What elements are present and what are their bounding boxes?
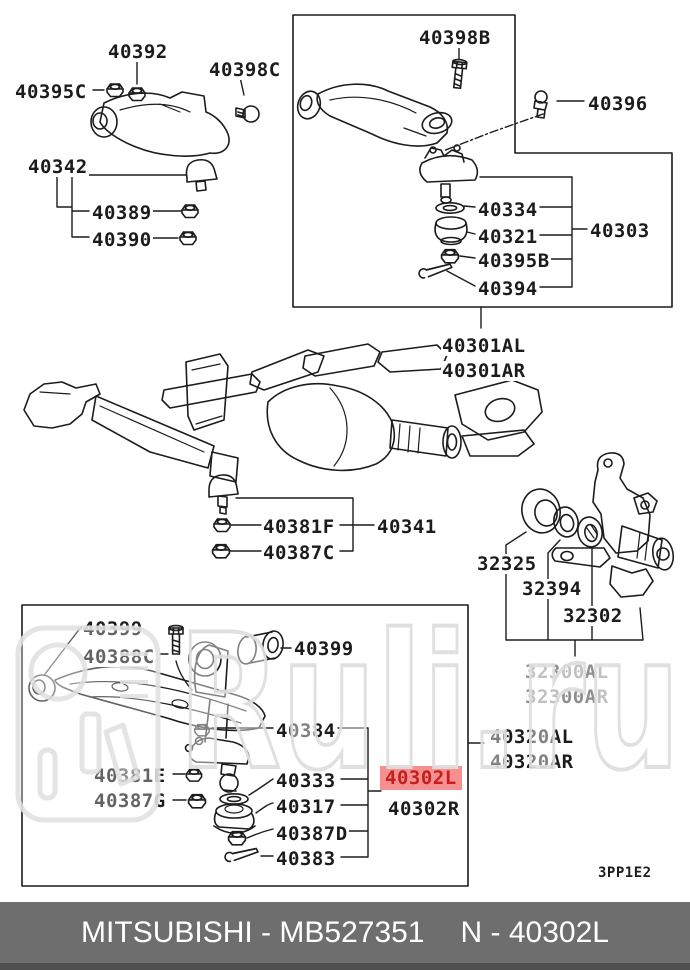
washer-40334-drawing	[435, 202, 465, 214]
part-label-32300AR: 32300AR	[524, 686, 610, 708]
part-label-40387D: 40387D	[275, 823, 349, 845]
part-label-40334: 40334	[477, 199, 539, 221]
nut-40387G-drawing	[187, 793, 207, 809]
differential-housing-drawing	[266, 382, 396, 472]
part-label-40341: 40341	[376, 516, 438, 538]
bolt-40398B-drawing	[449, 58, 468, 90]
part-label-40333: 40333	[275, 770, 337, 792]
part-label-40395B: 40395B	[477, 250, 551, 272]
footer-brand-and-part: MITSUBISHI - MB527351	[81, 915, 425, 949]
bearing-32394-drawing	[553, 506, 579, 538]
part-label-40320AL: 40320AL	[489, 726, 575, 748]
upper-control-arm-left-drawing	[90, 83, 260, 246]
footer-reference: N - 40302L	[460, 915, 609, 949]
part-label-40317: 40317	[275, 796, 337, 818]
upper-control-arm-boxed-drawing	[296, 58, 468, 147]
dust-cover-40317-drawing	[215, 803, 253, 819]
part-label-40395C: 40395C	[14, 81, 88, 103]
part-label-40387G: 40387G	[93, 790, 167, 812]
footer-bar: MITSUBISHI - MB527351 N - 40302L	[0, 902, 690, 970]
part-label-40399-left: 40399	[82, 618, 144, 640]
nut-40389-drawing	[181, 204, 199, 219]
part-label-32394: 32394	[521, 578, 583, 600]
part-label-32300AL: 32300AL	[524, 661, 610, 683]
drawing-code: 3PP1E2	[597, 865, 653, 881]
part-label-40383: 40383	[275, 848, 337, 870]
part-label-40396: 40396	[587, 93, 649, 115]
part-label-40301AR: 40301AR	[441, 360, 527, 382]
nut-40390-drawing	[179, 231, 197, 246]
part-label-40398B: 40398B	[418, 27, 492, 49]
bearing-32302-drawing	[577, 516, 603, 548]
part-label-40390: 40390	[91, 229, 153, 251]
washer-40333-drawing	[219, 792, 249, 806]
part-label-40384: 40384	[275, 720, 337, 742]
part-label-40389: 40389	[91, 202, 153, 224]
lower-ball-joint-assembly-drawing	[184, 736, 260, 863]
nut-40395C-drawing	[106, 83, 124, 98]
part-label-40392: 40392	[107, 41, 169, 63]
nut-40387C-drawing	[211, 543, 231, 559]
part-label-40302L-highlighted: 40302L	[380, 766, 462, 790]
part-label-40381E: 40381E	[93, 765, 167, 787]
crossmember-drawing	[23, 343, 543, 559]
part-label-40342: 40342	[27, 156, 89, 178]
nut-40381E-drawing	[185, 768, 203, 782]
cotter-pin-40383-drawing	[223, 847, 260, 863]
part-label-32325: 32325	[476, 553, 538, 575]
part-label-32302: 32302	[562, 605, 624, 627]
nut-40381F-drawing	[213, 518, 231, 533]
steering-knuckle-drawing	[521, 452, 675, 598]
part-label-40394: 40394	[477, 278, 539, 300]
boot-40321-drawing	[435, 216, 467, 230]
part-label-40320AR: 40320AR	[489, 751, 575, 773]
seal-32325-drawing	[521, 488, 561, 534]
upper-ball-joint-assembly-drawing	[417, 144, 479, 280]
stud-40396-drawing	[533, 90, 548, 119]
part-label-40398C: 40398C	[208, 59, 282, 81]
part-label-40381F: 40381F	[262, 516, 336, 538]
part-label-40388C: 40388C	[82, 646, 156, 668]
part-label-40399-right: 40399	[293, 638, 355, 660]
lower-control-arm-drawing	[28, 624, 284, 743]
part-label-40301AL: 40301AL	[441, 335, 527, 357]
ball-stud-40341-drawing	[208, 474, 239, 515]
part-label-40387C: 40387C	[262, 542, 336, 564]
ball-joint-40342-drawing	[185, 158, 218, 183]
nut-40395B-drawing	[440, 248, 460, 264]
bolt-40388C-drawing	[168, 624, 184, 655]
part-label-40321: 40321	[477, 226, 539, 248]
upper-arm-callout-box	[292, 14, 673, 308]
part-label-40303: 40303	[589, 220, 651, 242]
part-label-40302R: 40302R	[387, 798, 461, 820]
bushing-40399-drawing	[237, 635, 257, 665]
